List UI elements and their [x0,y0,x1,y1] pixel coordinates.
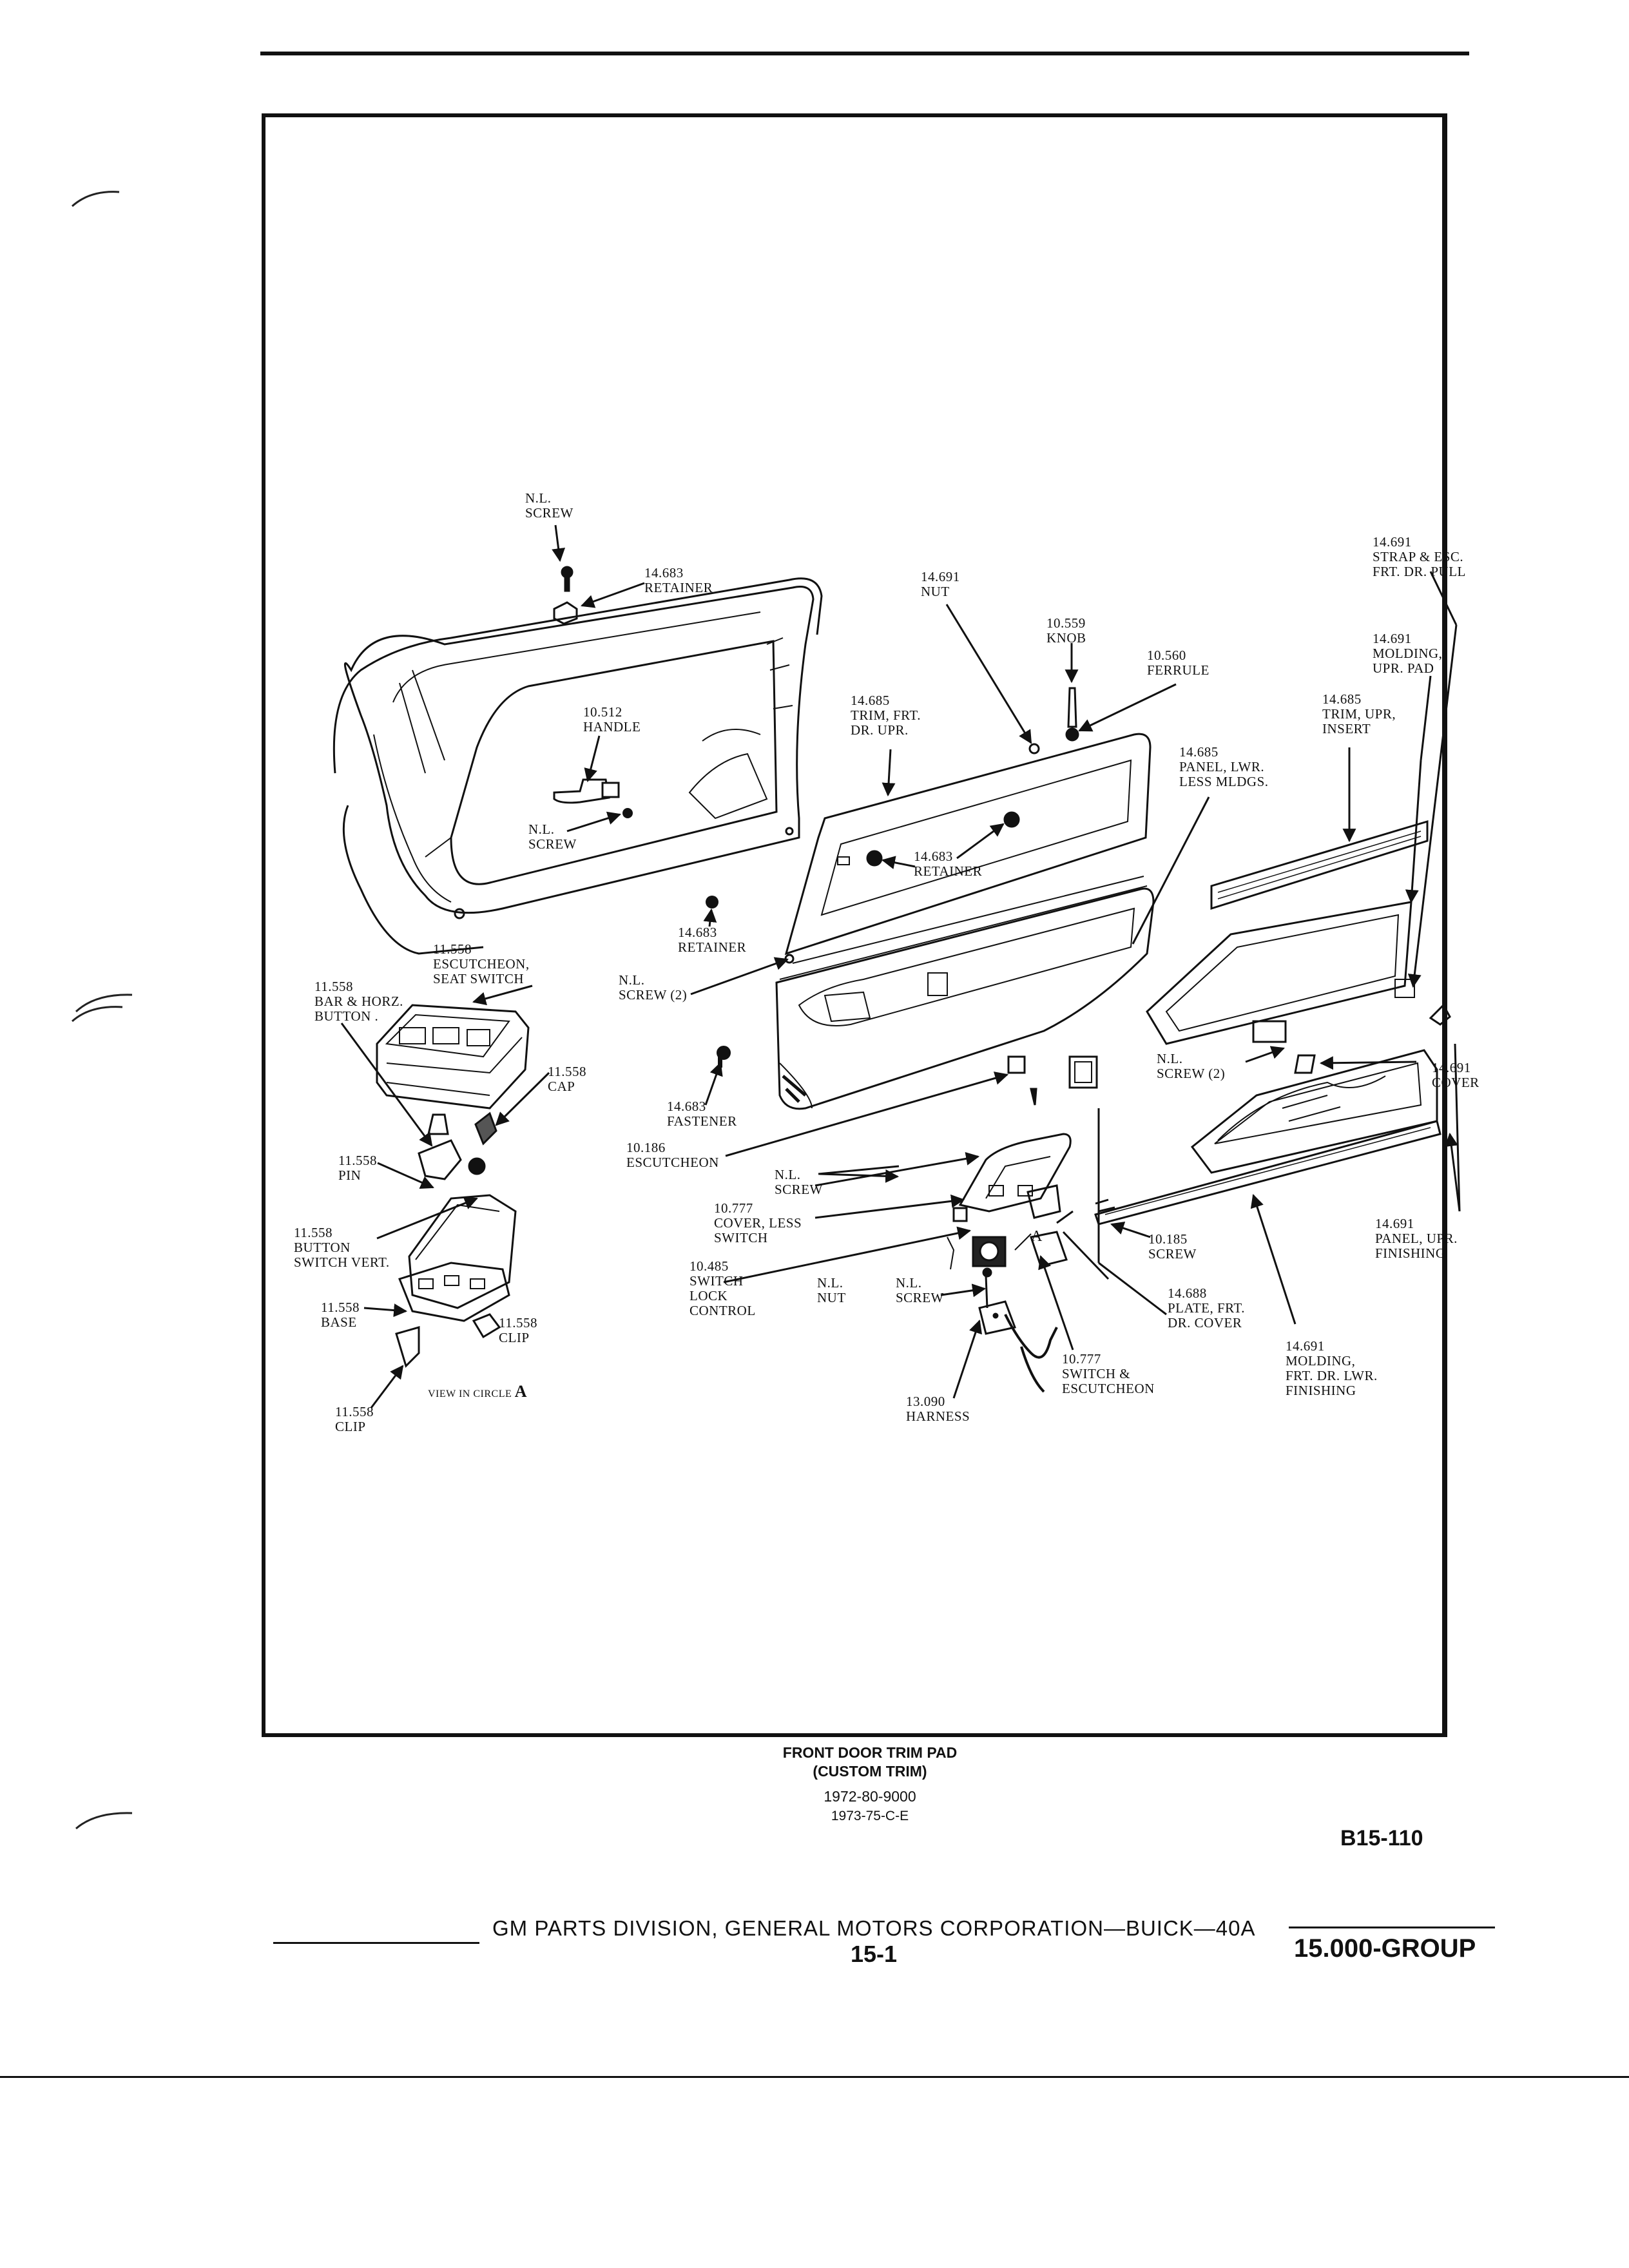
label-ferrule: 10.560 FERRULE [1147,648,1210,678]
label-knob: 10.559 KNOB [1046,615,1086,646]
label-circle-a: A [1031,1228,1043,1245]
label-nl-screw-top: N.L. SCREW [525,490,574,521]
caption-model-2: 1973-75-C-E [831,1809,909,1823]
punch-marks [72,191,123,1023]
upper-insert [1210,820,1429,910]
label-harness: 13.090 HARNESS [906,1394,970,1424]
label-panel-lwr: 14.685 PANEL, LWR. LESS MLDGS. [1179,744,1269,789]
diagram-frame [262,113,1447,1737]
footer-page: 15-1 [851,1941,898,1967]
label-escutcheon-seat-switch: 11.558 ESCUTCHEON, SEAT SWITCH [433,941,530,986]
label-trim-upr-insert: 14.685 TRIM, UPR, INSERT [1322,691,1396,736]
label-cover: 14.691 COVER [1432,1060,1480,1090]
label-fastener: 14.683 FASTENER [667,1099,737,1129]
upper-trim-pad [784,733,1152,956]
label-pin: 11.558 PIN [338,1153,377,1183]
label-strap-esc: 14.691 STRAP & ESC. FRT. DR. PULL [1373,534,1466,579]
molding-upper-pad [1146,901,1415,1045]
label-nl-screw-2-left: N.L. SCREW (2) [619,972,688,1003]
label-switch-escutcheon: 10.777 SWITCH & ESCUTCHEON [1062,1351,1155,1396]
label-cap: 11.558 CAP [548,1064,586,1094]
label-nl-screw-low: N.L. SCREW [896,1275,944,1305]
punch-mark-lower [75,1812,133,1830]
label-nl-screw-handle: N.L. SCREW [528,822,577,852]
caption-subtitle: (CUSTOM TRIM) [813,1763,927,1780]
door-inner-frame [333,577,823,955]
caption-model-1: 1972-80-9000 [824,1788,916,1805]
footer-rule-right [1289,1927,1495,1928]
bottom-rule [0,2076,1629,2078]
label-base: 11.558 BASE [321,1300,360,1330]
label-molding-upr-pad: 14.691 MOLDING, UPR. PAD [1373,631,1443,676]
label-molding-frt-dr-lwr: 14.691 MOLDING, FRT. DR. LWR. FINISHING [1286,1338,1378,1398]
knob-part [1065,687,1079,742]
footer-group: 15.000-GROUP [1294,1934,1476,1963]
label-panel-upr-finishing: 14.691 PANEL, UPR. FINISHING [1375,1216,1458,1261]
fastener-part [717,1046,731,1068]
label-nl-nut: N.L. NUT [817,1275,846,1305]
label-button-switch-vert: 11.558 BUTTON SWITCH VERT. [294,1225,390,1270]
label-plate-frt-dr-cover: 14.688 PLATE, FRT. DR. COVER [1168,1285,1245,1331]
label-view-in-circle: VIEW IN CIRCLE A [428,1382,528,1401]
label-retainer-top: 14.683 RETAINER [644,565,713,595]
label-view-letter: A [514,1382,528,1401]
label-clip-a: 11.558 CLIP [499,1315,537,1345]
caption-title: FRONT DOOR TRIM PAD [782,1744,958,1761]
escutcheon-parts [952,1020,1287,1222]
label-bar-horz-button: 11.558 BAR & HORZ. BUTTON . [314,979,403,1024]
lower-finishing-panel [1094,1003,1451,1225]
footer-rule-left [273,1942,479,1944]
label-nl-screw-mid: N.L. SCREW [775,1167,823,1197]
footer-company: GM PARTS DIVISION, GENERAL MOTORS CORPOR… [492,1916,1256,1940]
label-screw: 10.185 SCREW [1148,1231,1197,1262]
lower-panel [775,876,1155,1110]
label-trim-frt-dr-upr: 14.685 TRIM, FRT. DR. UPR. [851,693,921,738]
handle-part [553,778,620,804]
top-screw [561,566,574,592]
label-handle: 10.512 HANDLE [583,704,641,735]
label-retainer-low: 14.683 RETAINER [678,925,747,955]
label-retainer-mid: 14.683 RETAINER [914,849,983,879]
punch-mark-middle [75,994,133,1013]
top-retainer [553,601,578,625]
figure-number: B15-110 [1340,1826,1423,1850]
label-nut: 14.691 NUT [921,569,960,599]
label-nl-screw-2-right: N.L. SCREW (2) [1157,1051,1226,1081]
label-cover-less-switch: 10.777 COVER, LESS SWITCH [714,1200,802,1245]
seat-switch-assembly [376,1004,530,1368]
top-rule [260,52,1469,55]
switch-and-harness [947,1231,1068,1393]
handle-screw [622,808,633,818]
label-switch-lock-control: 10.485 SWITCH LOCK CONTROL [689,1258,756,1318]
leader-lines [340,524,1461,1408]
retainer-low-part [706,896,718,908]
label-clip-b: 11.558 CLIP [335,1404,374,1434]
label-escutcheon: 10.186 ESCUTCHEON [626,1140,719,1170]
